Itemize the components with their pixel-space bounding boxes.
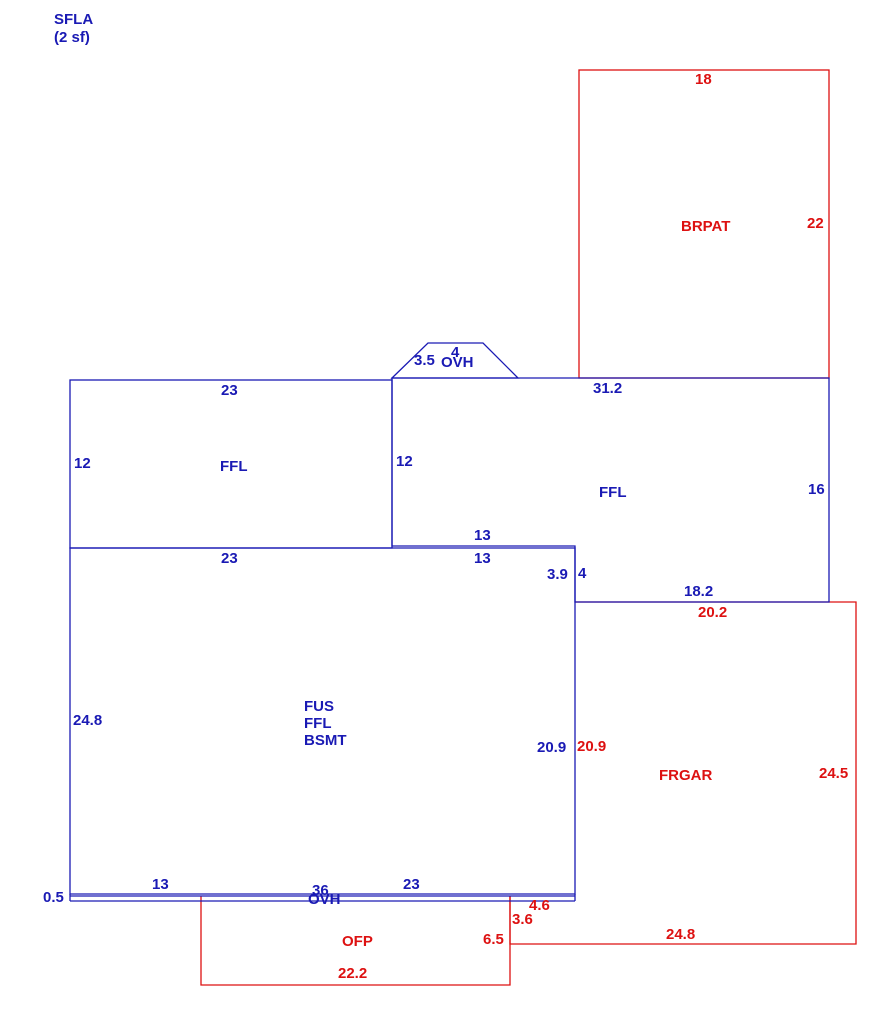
dim-main-bottom-c: 23 [403, 876, 420, 893]
dim-main-bottom-a: 13 [152, 876, 169, 893]
dim-ffl-right-bottom-c: 18.2 [684, 583, 713, 600]
dim-ofp-step-b: 3.6 [512, 911, 533, 928]
dim-ffl-left-bottom: 23 [221, 550, 238, 567]
dim-step-a: 3.9 [547, 566, 568, 583]
dim-ovh-bottom-side: 0.5 [43, 889, 64, 906]
label-ffl-right: FFL [599, 484, 627, 501]
dim-main-right: 20.9 [537, 739, 566, 756]
area-summary: SFLA (2 sf) [54, 11, 93, 47]
dim-ffl-right-left: 12 [396, 453, 413, 470]
label-frgar: FRGAR [659, 767, 712, 784]
dim-ofp-bottom: 22.2 [338, 965, 367, 982]
label-ovh-bottom: OVH [308, 891, 341, 908]
label-brpat: BRPAT [681, 218, 730, 235]
label-ovh-top: OVH [441, 354, 474, 371]
dim-ofp-step-a: 4.6 [529, 897, 550, 914]
dim-main-left: 24.8 [73, 712, 102, 729]
summary-area: (2 sf) [54, 29, 90, 46]
label-ffl-left: FFL [220, 458, 248, 475]
dim-frgar-bottom: 24.8 [666, 926, 695, 943]
dim-ovh-top-width: 4 [451, 344, 460, 361]
dim-frgar-top: 20.2 [698, 604, 727, 621]
summary-title: SFLA [54, 11, 94, 28]
dim-ffl-right-right: 16 [808, 481, 825, 498]
dim-brpat-top: 18 [695, 71, 712, 88]
dim-frgar-right: 24.5 [819, 765, 848, 782]
dim-step-b: 4 [578, 565, 587, 582]
ovh-top-outline [390, 342, 520, 379]
dim-ovh-top-side: 3.5 [414, 352, 435, 369]
dim-main-bottom-b: 36 [312, 882, 329, 899]
dim-ofp-right: 6.5 [483, 931, 504, 948]
dim-ffl-left-top: 23 [221, 382, 238, 399]
dim-ffl-right-bottom-b: 13 [474, 550, 491, 567]
ofp-outline [200, 896, 511, 986]
dim-ffl-right-bottom-a: 13 [474, 527, 491, 544]
label-ofp: OFP [342, 933, 373, 950]
dim-ffl-right-top: 31.2 [593, 380, 622, 397]
label-main-fus: FUS [304, 698, 334, 715]
dim-ffl-left-left: 12 [74, 455, 91, 472]
dim-frgar-left: 20.9 [577, 738, 606, 755]
label-main-bsmt: BSMT [304, 732, 347, 749]
label-main-ffl: FFL [304, 715, 332, 732]
dim-brpat-right: 22 [807, 215, 824, 232]
